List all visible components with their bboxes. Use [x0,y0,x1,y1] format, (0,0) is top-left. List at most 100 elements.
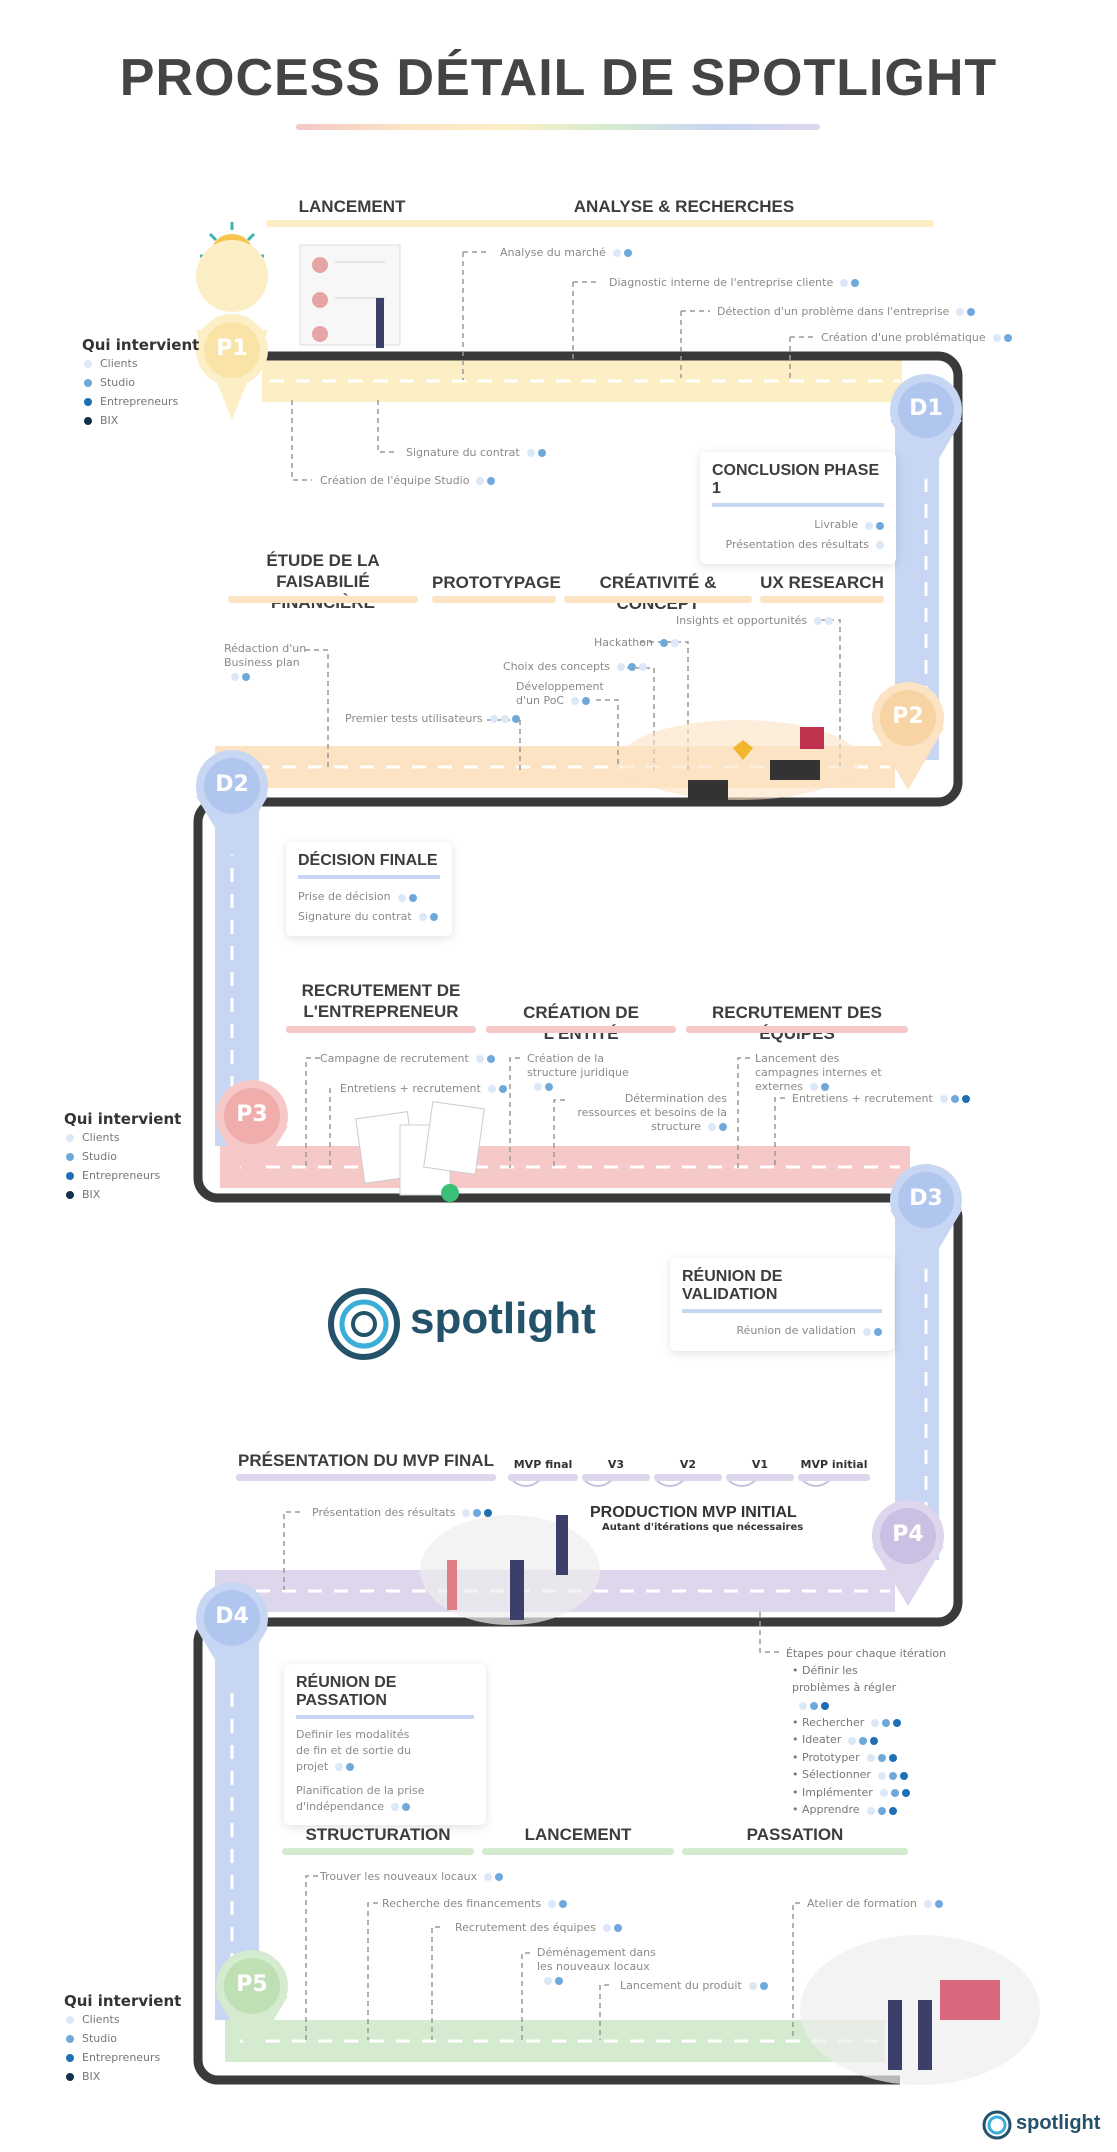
reunion-passation-card: RÉUNION DE PASSATION Definir les modalit… [284,1664,486,1825]
spotlight-logo [326,1286,402,1366]
phase5-bar-1 [282,1848,474,1855]
pin-p3 [216,1080,288,1186]
phase2-header-faisabilite: ÉTUDE DE LA FAISABILIÉ FINANCIÈRE [266,551,380,612]
reunion-validation-item: Réunion de validation [682,1321,882,1341]
decision-prise: Prise de décision [298,887,440,907]
legend-title: Qui intervient [82,336,200,354]
step-analyse-marche: Analyse du marché [500,246,632,260]
version-v2: V2 [679,1458,697,1471]
iteration-implementer: • Implémenter [786,1784,946,1802]
iteration-prototyper: • Prototyper [786,1749,946,1767]
decision-finale-title: DÉCISION FINALE [298,852,440,879]
pin-d4 [196,1582,268,1688]
pin-p1-label: P1 [216,336,248,361]
qui-intervient-legend-1: Qui intervient Clients Studio Entreprene… [82,336,199,430]
version-bar-2 [582,1474,650,1481]
phase1-lancement-bar [266,220,438,227]
reunion-validation-card: RÉUNION DE VALIDATION Réunion de validat… [670,1258,894,1351]
step-entretiens-1: Entretiens + recrutement [340,1082,507,1096]
phase3-bar-1 [286,1026,476,1033]
step-detection: Détection d'un problème dans l'entrepris… [717,305,976,319]
qui-intervient-legend-3: Qui intervient Clients Studio Entreprene… [64,1992,181,2086]
legend-studio: Studio [82,1150,118,1163]
footer-logo-text: spotlight [1016,2112,1101,2134]
phase3-bar-2 [486,1026,676,1033]
step-premiers-tests: Premier tests utilisateurs [345,712,520,726]
legend-entrepreneurs: Entrepreneurs [82,2051,161,2064]
legend-title: Qui intervient [64,1992,182,2010]
production-mvp-subtitle: Autant d'itérations que nécessaires [602,1522,804,1533]
phase5-header-lancement: LANCEMENT [524,1825,632,1844]
version-bar-1 [508,1474,578,1481]
phase5-connectors [305,1875,800,2040]
legend-studio: Studio [82,2032,118,2045]
version-mvp-final: MVP final [513,1458,573,1471]
conclusion-presentation: Présentation des résultats [712,535,884,555]
phase5-header-passation: PASSATION [746,1825,844,1844]
pin-p2-label: P2 [892,704,924,729]
mvp-iteration-arrows [511,1479,831,1487]
conclusion-livrable: Livrable [712,515,884,535]
phase4-bar [236,1474,496,1481]
phase3-header-creation-entite: CRÉATION DE L'ENTITÉ [523,1003,639,1043]
step-problematique: Création d'une problématique [821,331,1012,345]
iteration-rechercher: • Rechercher [786,1714,946,1732]
pin-d1-label: D1 [909,396,943,421]
legend-entrepreneurs: Entrepreneurs [100,395,179,408]
iteration-selectionner: • Sélectionner [786,1766,946,1784]
phase5-header-structuration: STRUCTURATION [305,1825,451,1844]
step-signature-contrat: Signature du contrat [406,446,546,460]
spotlight-logo-icon [328,1288,400,1360]
pin-p5 [216,1950,288,2056]
legend-title: Qui intervient [64,1110,182,1128]
pin-p3-label: P3 [236,1102,268,1127]
workers-illustration [620,720,860,800]
phase3-bar-3 [686,1026,908,1033]
step-lancement-campagnes: Lancement des campagnes internes et exte… [755,1052,882,1093]
phase4-presentation-header: PRÉSENTATION DU MVP FINAL [238,1451,494,1470]
cv-illustration [355,1101,485,1202]
step-insights: Insights et opportunités [676,614,834,628]
phase2-header-prototypage: PROTOTYPAGE [432,573,561,592]
phase3-header-recrutement-equipes: RECRUTEMENT DES ÉQUIPES [711,1003,882,1043]
step-atelier-formation: Atelier de formation [807,1897,944,1911]
production-mvp-title: PRODUCTION MVP INITIAL [590,1504,797,1521]
phase2-header-ux: UX RESEARCH [760,573,884,592]
phase1-connectors [291,251,816,481]
road-outer [193,351,963,2085]
step-entretiens-2: Entretiens + recrutement [792,1092,970,1106]
phase3-header-recrutement-entrepreneur: RECRUTEMENT DE L'ENTREPRENEUR [301,981,461,1021]
pin-d4-label: D4 [215,1604,249,1629]
legend-clients: Clients [100,357,138,370]
phase2-bar-3 [564,596,752,603]
legend-clients: Clients [82,2013,120,2026]
legend-bix: BIX [82,2070,101,2083]
pin-d1 [890,374,962,480]
step-creation-structure: Création de la structure juridique [527,1052,652,1094]
spotlight-logo-text: spotlight [410,1294,596,1343]
version-mvp-initial: MVP initial [800,1458,868,1471]
conclusion-phase1-card: CONCLUSION PHASE 1 Livrable Présentation… [700,452,896,564]
iteration-apprendre: • Apprendre [786,1801,946,1819]
step-presentation-resultats: Présentation des résultats [312,1506,493,1520]
pin-p4 [872,1500,944,1606]
decision-finale-card: DÉCISION FINALE Prise de décision Signat… [286,842,452,936]
step-creation-equipe: Création de l'équipe Studio [320,474,496,488]
phase4-connectors [283,1511,780,1653]
legend-clients: Clients [82,1131,120,1144]
legend-bix: BIX [82,1188,101,1201]
phase1-analyse-header: ANALYSE & RECHERCHES [573,197,795,216]
pin-d2 [196,750,268,856]
step-business-plan: Rédaction d'un Business plan [224,642,319,684]
passation-modalites: Definir les modalités de fin et de sorti… [296,1728,412,1773]
footer-logo-icon [982,2110,1012,2140]
profiles-illustration [299,244,401,348]
qui-intervient-legend-2: Qui intervient Clients Studio Entreprene… [64,1110,181,1204]
legend-entrepreneurs: Entrepreneurs [82,1169,161,1182]
step-diagnostic: Diagnostic interne de l'entreprise clien… [609,276,860,290]
reunion-passation-title: RÉUNION DE PASSATION [296,1674,474,1719]
legend-studio: Studio [100,376,136,389]
phase2-bar-4 [760,596,884,603]
pin-p4-label: P4 [892,1522,924,1547]
